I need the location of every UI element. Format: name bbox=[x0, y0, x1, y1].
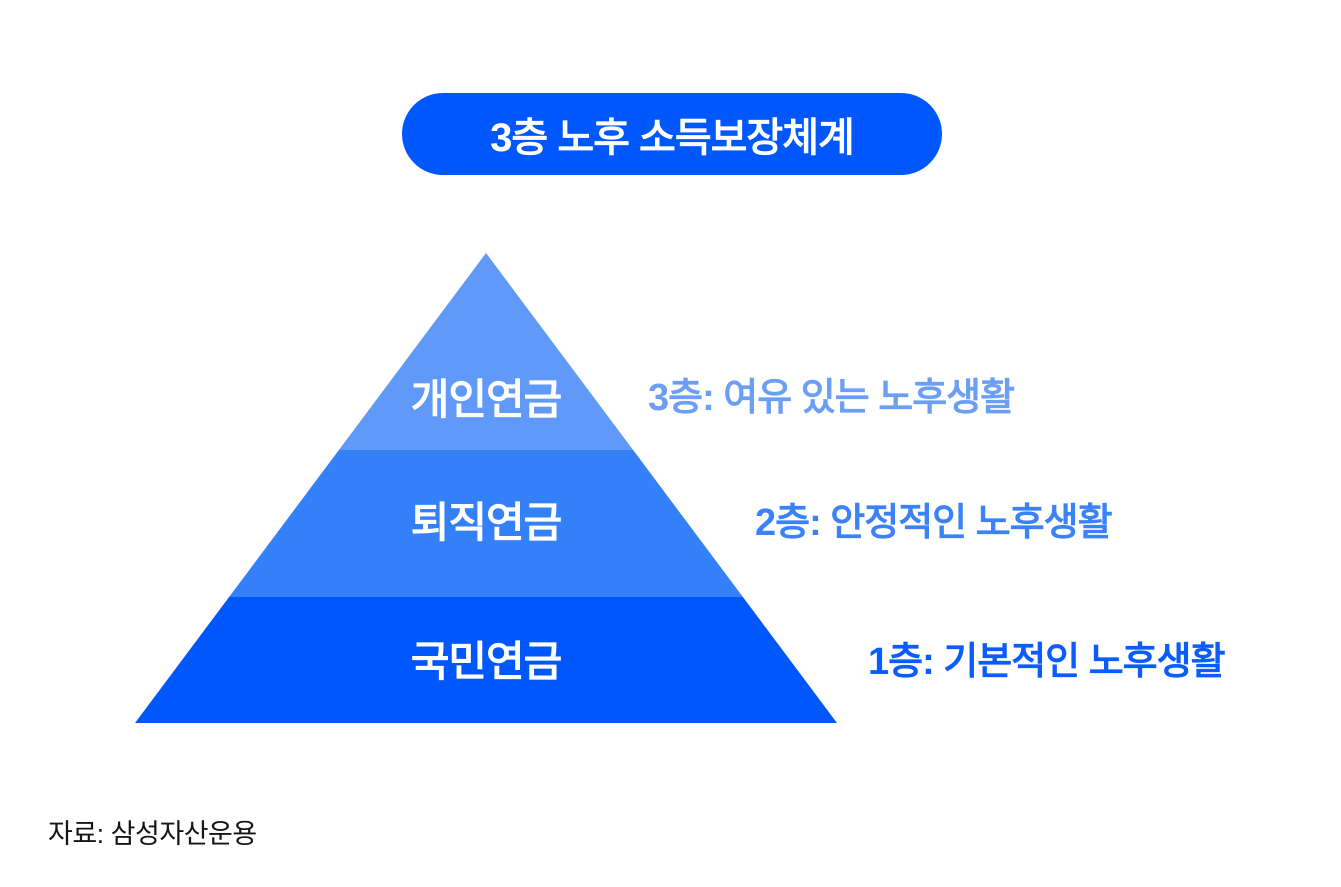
pyramid-layer-tier2 bbox=[229, 450, 743, 597]
pyramid-label-tier3: 개인연금 bbox=[411, 376, 562, 423]
pyramid-label-tier1: 국민연금 bbox=[411, 638, 562, 685]
pyramid-layer-tier1 bbox=[135, 597, 837, 723]
annotation-tier3: 3층: 여유 있는 노후생활 bbox=[648, 377, 1015, 419]
pyramid-layer-tier3 bbox=[338, 253, 634, 450]
title-pill: 3층 노후 소득보장체계 bbox=[402, 93, 942, 175]
annotation-tier1: 1층: 기본적인 노후생활 bbox=[868, 641, 1226, 683]
pyramid-label-tier2: 퇴직연금 bbox=[411, 499, 562, 546]
annotation-tier2: 2층: 안정적인 노후생활 bbox=[755, 502, 1113, 544]
source-note: 자료: 삼성자산운용 bbox=[48, 819, 257, 849]
